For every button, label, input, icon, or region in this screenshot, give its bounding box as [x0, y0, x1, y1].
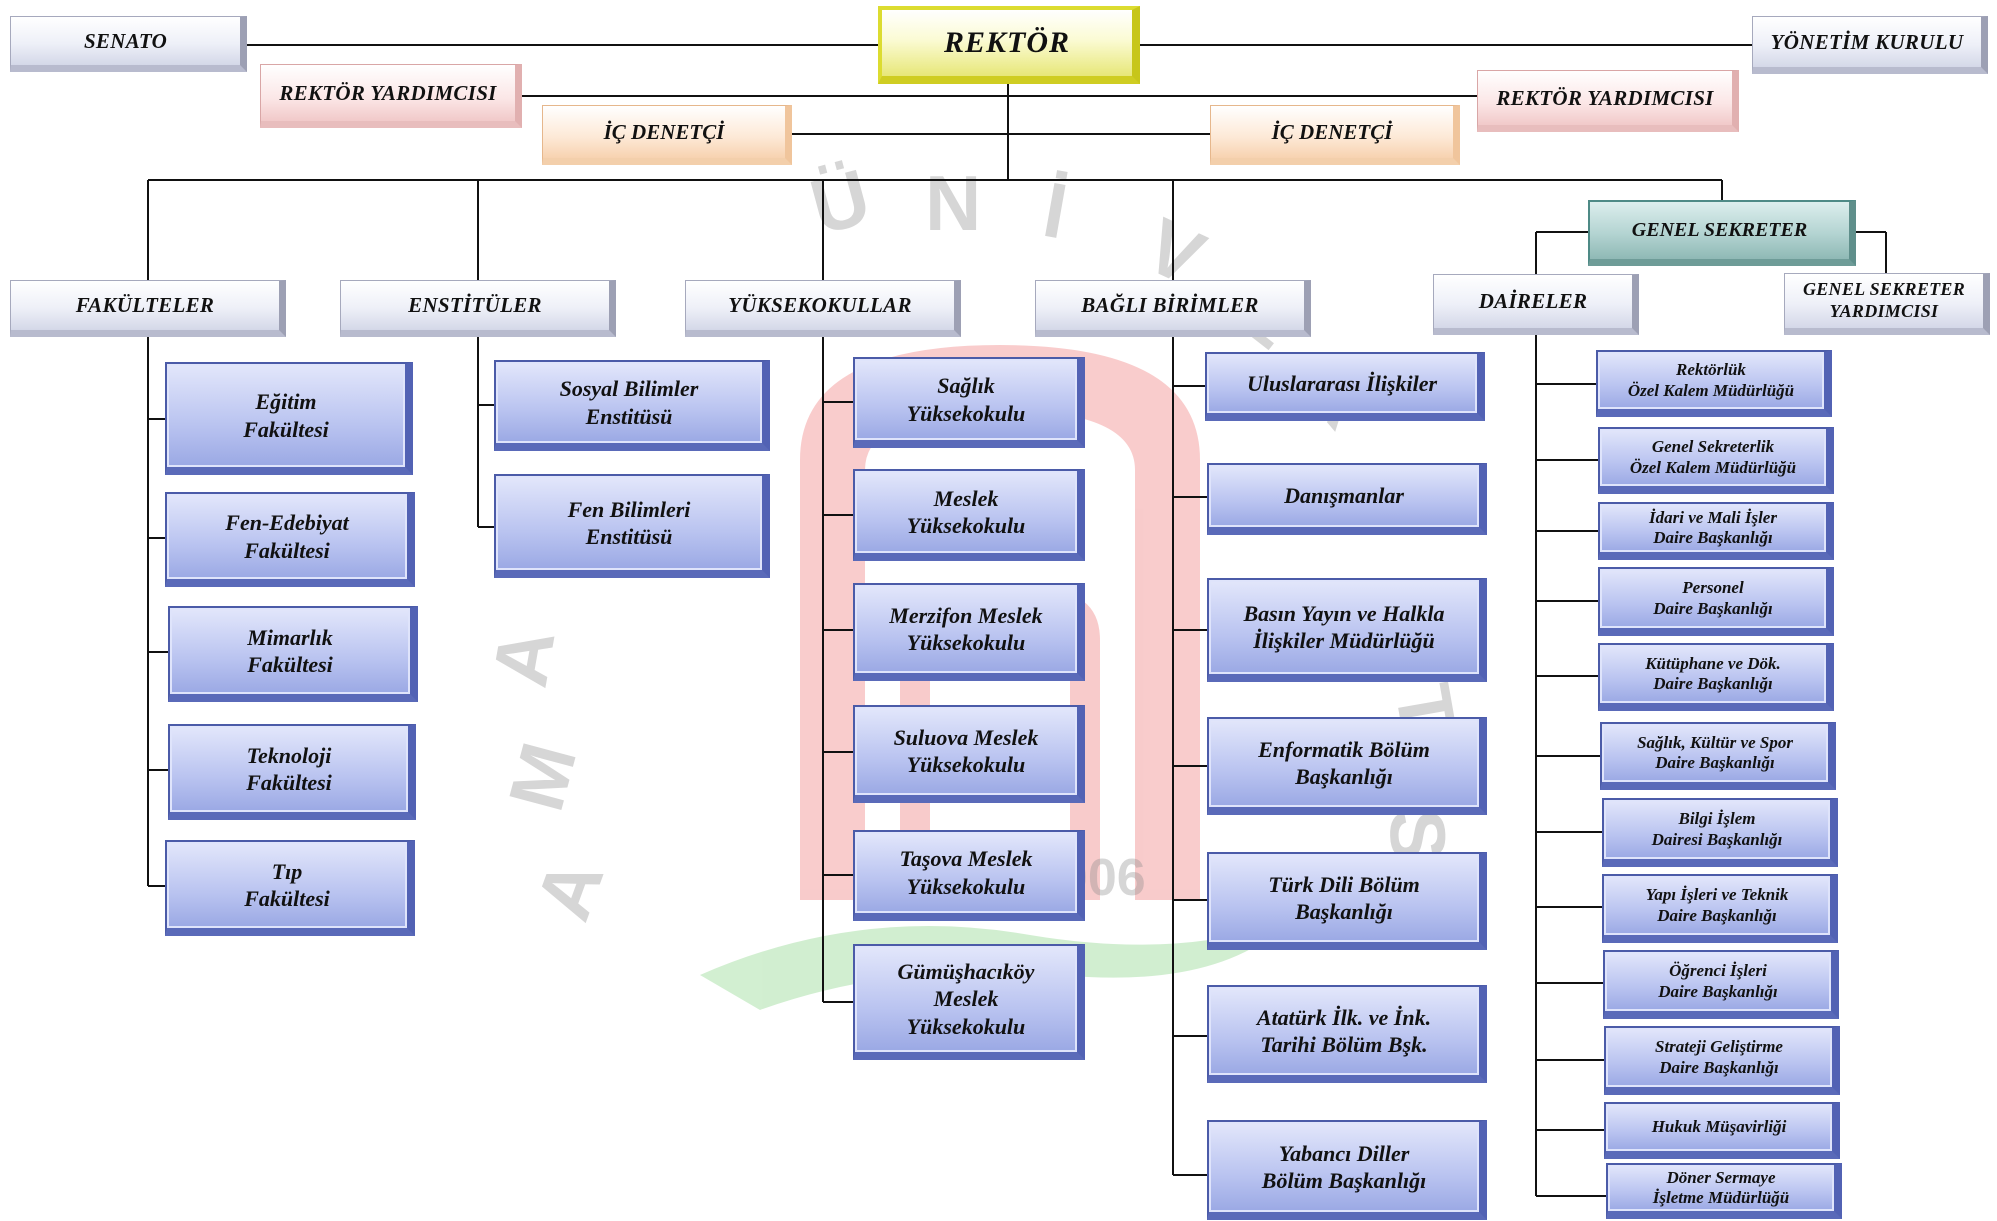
unit-label: Rektörlük Özel Kalem Müdürlüğü [1627, 360, 1795, 400]
unit-label: Taşova Meslek Yüksekokulu [899, 846, 1033, 899]
genel-sekreter-yardimcisi-label: GENEL SEKRETER YARDIMCISI [1802, 279, 1966, 321]
unit-label: Hukuk Müşavirliği [1651, 1117, 1787, 1137]
daire-idari-mali-isler[interactable]: İdari ve Mali İşler Daire Başkanlığı [1598, 502, 1834, 560]
daire-yapi-isleri-teknik[interactable]: Yapı İşleri ve Teknik Daire Başkanlığı [1602, 874, 1838, 943]
fakulteler-header[interactable]: FAKÜLTELER [10, 280, 286, 337]
daire-ogrenci-isleri[interactable]: Öğrenci İşleri Daire Başkanlığı [1603, 950, 1839, 1019]
senato-box[interactable]: SENATO [10, 16, 247, 72]
daire-genel-sekreterlik-ozel-kalem[interactable]: Genel Sekreterlik Özel Kalem Müdürlüğü [1598, 427, 1834, 494]
birim-yabanci-diller[interactable]: Yabancı Diller Bölüm Başkanlığı [1207, 1120, 1487, 1220]
unit-label: Türk Dili Bölüm Başkanlığı [1268, 871, 1420, 925]
genel-sekreter-box[interactable]: GENEL SEKRETER [1588, 200, 1856, 266]
daire-doner-sermaye[interactable]: Döner Sermaye İşletme Müdürlüğü [1606, 1163, 1842, 1219]
yuksekokul-meslek[interactable]: Meslek Yüksekokulu [853, 469, 1085, 561]
fakulteler-header-label: FAKÜLTELER [75, 293, 215, 318]
unit-label: Sosyal Bilimler Enstitüsü [559, 376, 699, 429]
unit-label: Meslek Yüksekokulu [906, 485, 1026, 539]
unit-label: Fen-Edebiyat Fakültesi [225, 510, 349, 563]
daire-saglik-kultur-spor[interactable]: Sağlık, Kültür ve Spor Daire Başkanlığı [1600, 722, 1836, 790]
rektor-label: REKTÖR [943, 26, 1071, 60]
unit-label: Döner Sermaye İşletme Müdürlüğü [1652, 1167, 1790, 1207]
daire-hukuk-musavirligi[interactable]: Hukuk Müşavirliği [1604, 1102, 1840, 1159]
ic-denetci-right-label: İÇ DENETÇİ [1271, 119, 1393, 144]
unit-label: Enformatik Bölüm Başkanlığı [1258, 736, 1430, 790]
genel-sekreter-label: GENEL SEKRETER [1631, 219, 1808, 241]
yuksekokullar-header-label: YÜKSEKOKULLAR [728, 293, 912, 318]
ic-denetci-left-box[interactable]: İÇ DENETÇİ [542, 105, 792, 165]
yuksekokul-gumushacikoy-meslek[interactable]: Gümüşhacıköy Meslek Yüksekokulu [853, 944, 1085, 1060]
unit-label: Yabancı Diller Bölüm Başkanlığı [1261, 1140, 1427, 1194]
yonetim-kurulu-box[interactable]: YÖNETİM KURULU [1752, 16, 1988, 74]
unit-label: Tıp Fakültesi [244, 858, 330, 912]
enstituler-header-label: ENSTİTÜLER [408, 293, 542, 318]
unit-label: Basın Yayın ve Halkla İlişkiler Müdürlüğ… [1243, 600, 1445, 654]
ic-denetci-left-label: İÇ DENETÇİ [603, 119, 725, 144]
rektor-yardimcisi-left-box[interactable]: REKTÖR YARDIMCISI [260, 64, 522, 128]
unit-label: Danışmanlar [1284, 483, 1404, 509]
unit-label: Sağlık, Kültür ve Spor Daire Başkanlığı [1637, 732, 1793, 772]
genel-sekreter-yardimcisi-box[interactable]: GENEL SEKRETER YARDIMCISI [1784, 273, 1990, 335]
enstituler-header[interactable]: ENSTİTÜLER [340, 280, 616, 337]
fakulte-tip[interactable]: Tıp Fakültesi [165, 840, 415, 936]
bagli-birimler-header-label: BAĞLI BİRİMLER [1081, 293, 1259, 318]
unit-label: Kütüphane ve Dök. Daire Başkanlığı [1645, 653, 1781, 693]
watermark-letter: N [925, 159, 981, 247]
daire-rektorluk-ozel-kalem[interactable]: Rektörlük Özel Kalem Müdürlüğü [1596, 350, 1832, 417]
birim-turk-dili[interactable]: Türk Dili Bölüm Başkanlığı [1207, 852, 1487, 950]
yonetim-kurulu-label: YÖNETİM KURULU [1770, 29, 1964, 54]
unit-label: Mimarlık Fakültesi [247, 624, 333, 678]
unit-label: Strateji Geliştirme Daire Başkanlığı [1655, 1037, 1783, 1077]
enstitu-sosyal-bilimler[interactable]: Sosyal Bilimler Enstitüsü [494, 360, 770, 451]
senato-label: SENATO [83, 28, 168, 53]
unit-label: Gümüşhacıköy Meslek Yüksekokulu [897, 958, 1035, 1039]
yuksekokul-tasova-meslek[interactable]: Taşova Meslek Yüksekokulu [853, 830, 1085, 921]
unit-label: Genel Sekreterlik Özel Kalem Müdürlüğü [1629, 437, 1797, 477]
daireler-header[interactable]: DAİRELER [1433, 274, 1639, 335]
rektor-box[interactable]: REKTÖR [878, 6, 1140, 84]
rektor-yardimcisi-left-label: REKTÖR YARDIMCISI [279, 80, 497, 105]
birim-uluslararasi-iliskiler[interactable]: Uluslararası İlişkiler [1205, 352, 1485, 421]
yuksekokul-saglik[interactable]: Sağlık Yüksekokulu [853, 357, 1085, 448]
birim-basin-yayin[interactable]: Basın Yayın ve Halkla İlişkiler Müdürlüğ… [1207, 578, 1487, 682]
unit-label: Öğrenci İşleri Daire Başkanlığı [1658, 961, 1778, 1001]
unit-label: Atatürk İlk. ve İnk. Tarihi Bölüm Bşk. [1256, 1004, 1432, 1058]
unit-label: İdari ve Mali İşler Daire Başkanlığı [1649, 507, 1777, 547]
unit-label: Personel Daire Başkanlığı [1653, 578, 1773, 618]
daire-kutuphane-dokumantasyon[interactable]: Kütüphane ve Dök. Daire Başkanlığı [1598, 643, 1834, 711]
fakulte-fen-edebiyat[interactable]: Fen-Edebiyat Fakültesi [165, 492, 415, 587]
daire-personel[interactable]: Personel Daire Başkanlığı [1598, 567, 1834, 636]
unit-label: Eğitim Fakültesi [243, 389, 329, 442]
watermark-arch-shape [800, 345, 1200, 900]
unit-label: Bilgi İşlem Dairesi Başkanlığı [1651, 809, 1783, 849]
birim-enformatik[interactable]: Enformatik Bölüm Başkanlığı [1207, 717, 1487, 815]
rektor-yardimcisi-right-label: REKTÖR YARDIMCISI [1496, 85, 1714, 110]
ic-denetci-right-box[interactable]: İÇ DENETÇİ [1210, 105, 1460, 165]
birim-danismanlar[interactable]: Danışmanlar [1207, 463, 1487, 535]
unit-label: Uluslararası İlişkiler [1246, 370, 1438, 396]
daire-bilgi-islem[interactable]: Bilgi İşlem Dairesi Başkanlığı [1602, 798, 1838, 867]
yuksekokul-suluova-meslek[interactable]: Suluova Meslek Yüksekokulu [853, 705, 1085, 803]
fakulte-teknoloji[interactable]: Teknoloji Fakültesi [168, 724, 416, 820]
unit-label: Suluova Meslek Yüksekokulu [893, 724, 1039, 778]
enstitu-fen-bilimleri[interactable]: Fen Bilimleri Enstitüsü [494, 474, 770, 578]
yuksekokullar-header[interactable]: YÜKSEKOKULLAR [685, 280, 961, 337]
rektor-yardimcisi-right-box[interactable]: REKTÖR YARDIMCISI [1477, 70, 1739, 132]
unit-label: Merzifon Meslek Yüksekokulu [889, 602, 1043, 656]
unit-label: Fen Bilimleri Enstitüsü [567, 496, 691, 550]
daire-strateji-gelistirme[interactable]: Strateji Geliştirme Daire Başkanlığı [1604, 1026, 1840, 1095]
fakulte-egitim[interactable]: Eğitim Fakültesi [165, 362, 413, 475]
bagli-birimler-header[interactable]: BAĞLI BİRİMLER [1035, 280, 1311, 337]
fakulte-mimarlik[interactable]: Mimarlık Fakültesi [168, 606, 418, 702]
yuksekokul-merzifon-meslek[interactable]: Merzifon Meslek Yüksekokulu [853, 583, 1085, 681]
unit-label: Yapı İşleri ve Teknik Daire Başkanlığı [1645, 885, 1789, 925]
unit-label: Sağlık Yüksekokulu [906, 373, 1026, 426]
unit-label: Teknoloji Fakültesi [246, 742, 332, 796]
birim-ataturk-ilke-inkilap[interactable]: Atatürk İlk. ve İnk. Tarihi Bölüm Bşk. [1207, 985, 1487, 1083]
daireler-header-label: DAİRELER [1478, 289, 1588, 314]
